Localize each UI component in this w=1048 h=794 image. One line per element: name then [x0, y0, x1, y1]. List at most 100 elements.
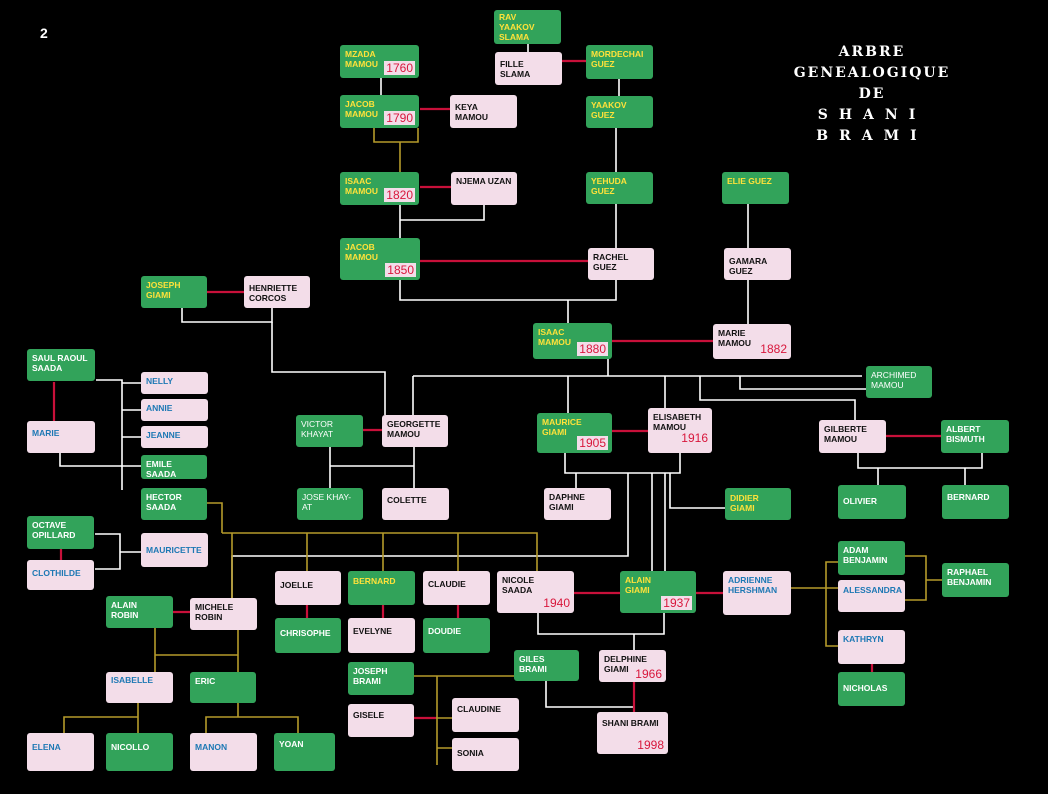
person-adrienne-hershman[interactable]: ADRIENNE HERSHMAN [723, 571, 791, 615]
person-yehuda-guez[interactable]: YEHUDA GUEZ [586, 172, 653, 204]
person-bernard[interactable]: BERNARD [348, 571, 415, 605]
person-elena[interactable]: ELENA [27, 733, 94, 771]
person-saul-raoul-saada[interactable]: SAUL RAOUL SAADA [27, 349, 95, 381]
person-claudine[interactable]: CLAUDINE [452, 698, 519, 732]
person-rav-yaakov-slama[interactable]: RAV YAAKOV SLAMA [494, 10, 561, 44]
person-mzada-mamou[interactable]: MZADA MAMOU 1760 [340, 45, 419, 78]
birth-year: 1916 [681, 430, 708, 445]
person-manon[interactable]: MANON [190, 733, 257, 771]
person-adam-benjamin[interactable]: ADAM BENJAMIN [838, 541, 905, 575]
person-nicholas[interactable]: NICHOLAS [838, 672, 905, 706]
person-giles-brami[interactable]: GILES BRAMI [514, 650, 579, 681]
person-emile-saada[interactable]: EMILE SAADA [141, 455, 207, 479]
tree-title: ARBRE GENEALOGIQUE DE SHANI BRAMI [762, 42, 982, 147]
person-gisele[interactable]: GISELE [348, 704, 414, 737]
person-joelle[interactable]: JOELLE [275, 571, 341, 605]
person-alessandra[interactable]: ALESSANDRA [838, 580, 905, 612]
person-annie[interactable]: ANNIE [141, 399, 208, 421]
title-line-1: ARBRE GENEALOGIQUE [793, 44, 951, 81]
person-henriette-corcos[interactable]: HENRIETTE CORCOS [244, 276, 310, 308]
person-jacob-mamou-1790[interactable]: JACOB MAMOU 1790 [340, 95, 419, 128]
person-fille-slama[interactable]: FILLE SLAMA [495, 52, 562, 85]
person-michele-robin[interactable]: MICHELE ROBIN [190, 598, 257, 630]
person-victor-khayat[interactable]: VICTOR KHAYAT [296, 415, 363, 447]
person-keya-mamou[interactable]: KEYA MAMOU [450, 95, 517, 128]
person-georgette-mamou[interactable]: GEORGETTE MAMOU [382, 415, 448, 447]
person-eric[interactable]: ERIC [190, 672, 256, 703]
person-evelyne[interactable]: EVELYNE [348, 618, 415, 653]
person-bernard-bismuth[interactable]: BERNARD [942, 485, 1009, 519]
person-rachel-guez[interactable]: RACHEL GUEZ [588, 248, 654, 280]
person-hector-saada[interactable]: HECTOR SAADA [141, 488, 207, 520]
person-kathryn[interactable]: KATHRYN [838, 630, 905, 664]
person-jeanne[interactable]: JEANNE [141, 426, 208, 448]
person-gilberte-mamou[interactable]: GILBERTE MAMOU [819, 420, 886, 453]
person-joseph-giami[interactable]: JOSEPH GIAMI [141, 276, 207, 308]
person-olivier[interactable]: OLIVIER [838, 485, 906, 519]
marriage-lines [52, 59, 941, 720]
person-shani-brami[interactable]: SHANI BRAMI 1998 [597, 712, 668, 754]
person-marie-mamou[interactable]: MARIE MAMOU 1882 [713, 324, 791, 359]
sibling-lines [63, 128, 942, 765]
person-elie-guez[interactable]: ELIE GUEZ [722, 172, 789, 204]
person-claudie[interactable]: CLAUDIE [423, 571, 490, 605]
person-sonia[interactable]: SONIA [452, 738, 519, 771]
birth-year: 1880 [577, 341, 608, 356]
birth-year: 1940 [543, 595, 570, 610]
person-name: DELPHINE GIAMI [604, 654, 647, 675]
birth-year: 1937 [661, 595, 692, 610]
person-albert-bismuth[interactable]: ALBERT BISMUTH [941, 420, 1009, 453]
person-name: JACOB MAMOU [345, 99, 379, 120]
person-yoan[interactable]: YOAN [274, 733, 335, 771]
person-name: ELISABETH MAMOU [653, 412, 702, 433]
person-marie-saada[interactable]: MARIE [27, 421, 95, 453]
person-gamara-guez[interactable]: GAMARA GUEZ [724, 248, 791, 280]
person-doudie[interactable]: DOUDIE [423, 618, 490, 653]
birth-year: 1882 [760, 341, 787, 356]
person-name: MAURICE GIAMI [542, 417, 582, 438]
birth-year: 1905 [577, 435, 608, 450]
person-name: MZADA MAMOU [345, 49, 379, 70]
person-mordechai-guez[interactable]: MORDECHAI GUEZ [586, 45, 653, 79]
person-didier-giami[interactable]: DIDIER GIAMI [725, 488, 791, 520]
person-octave-opillard[interactable]: OCTAVE OPILLARD [27, 516, 94, 549]
birth-year: 1820 [384, 187, 415, 202]
person-jose-khayat[interactable]: JOSE KHAY- AT [297, 488, 363, 520]
title-line-3: SHANI BRAMI [816, 107, 928, 144]
person-joseph-brami[interactable]: JOSEPH BRAMI [348, 662, 414, 695]
person-name: MARIE MAMOU [718, 328, 752, 349]
person-name: ISAAC MAMOU [345, 176, 379, 197]
person-isabelle[interactable]: ISABELLE [106, 672, 173, 703]
birth-year: 1966 [635, 666, 662, 681]
person-njema-uzan[interactable]: NJEMA UZAN [451, 172, 517, 205]
person-alain-robin[interactable]: ALAIN ROBIN [106, 596, 173, 628]
person-yaakov-guez[interactable]: YAAKOV GUEZ [586, 96, 653, 128]
person-archimed-mamou[interactable]: ARCHIMED MAMOU [866, 366, 932, 398]
birth-year: 1850 [385, 262, 416, 277]
person-chrisophe[interactable]: CHRISOPHE [275, 618, 341, 653]
person-raphael-benjamin[interactable]: RAPHAEL BENJAMIN [942, 563, 1009, 597]
person-daphne-giami[interactable]: DAPHNE GIAMI [544, 488, 611, 520]
person-nelly[interactable]: NELLY [141, 372, 208, 394]
person-clothilde[interactable]: CLOTHILDE [27, 560, 94, 590]
person-nicollo[interactable]: NICOLLO [106, 733, 173, 771]
page-number: 2 [40, 25, 48, 41]
title-line-2: DE [858, 86, 886, 102]
person-mauricette[interactable]: MAURICETTE [141, 533, 208, 567]
birth-year: 1998 [637, 737, 664, 752]
birth-year: 1790 [384, 110, 415, 125]
person-colette[interactable]: COLETTE [382, 488, 449, 520]
person-isaac-mamou-1820[interactable]: ISAAC MAMOU 1820 [340, 172, 419, 205]
person-name: JACOB MAMOU [345, 242, 379, 263]
person-jacob-mamou-1850[interactable]: JACOB MAMOU 1850 [340, 238, 420, 280]
person-name: SHANI BRAMI [602, 718, 659, 728]
birth-year: 1760 [384, 60, 415, 75]
